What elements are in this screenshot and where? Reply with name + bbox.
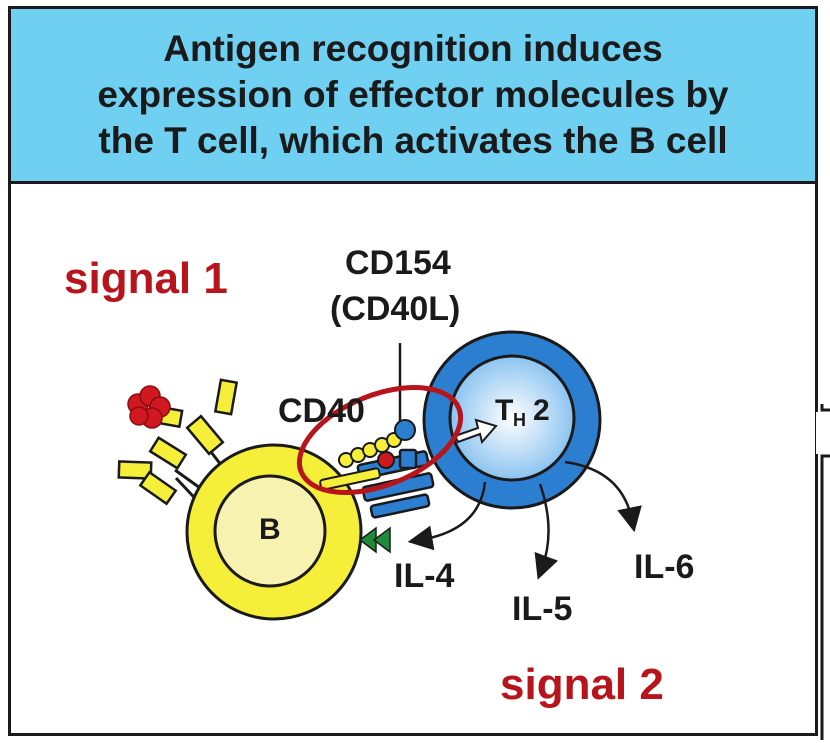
il4-label: IL-4 [394, 557, 455, 595]
right-edge-marks [816, 404, 830, 740]
cd154-molecule [377, 343, 416, 469]
figure-frame: Antigen recognition induces expression o… [8, 6, 818, 736]
il4-receptor-icon [358, 526, 391, 554]
cd40l-label: (CD40L) [330, 290, 461, 328]
cd40-beads [319, 432, 402, 491]
cd40-label: CD40 [278, 392, 365, 430]
antigen-icon [127, 385, 171, 429]
il5-label: IL-5 [512, 590, 573, 628]
il6-label: IL-6 [634, 548, 695, 586]
signal-2-label: signal 2 [500, 660, 664, 709]
figure-header: Antigen recognition induces expression o… [11, 9, 815, 184]
header-line-2: expression of effector molecules by [97, 74, 729, 115]
th-label-t: T [495, 394, 514, 427]
th-label-sub: H [513, 410, 526, 430]
th-label-num: 2 [533, 394, 550, 427]
th2-cell [422, 330, 602, 510]
header-line-1: Antigen recognition induces [163, 28, 663, 69]
highlight-ellipse [296, 385, 464, 495]
signal-1-label: signal 1 [64, 254, 228, 303]
cd154-label: CD154 [345, 244, 451, 282]
signal-arrow-icon [453, 418, 498, 445]
b-cell-receptors [117, 378, 240, 512]
b-cell-label: B [259, 513, 281, 546]
cytokine-arrows [407, 460, 642, 580]
header-line-3: the T cell, which activates the B cell [98, 120, 728, 161]
